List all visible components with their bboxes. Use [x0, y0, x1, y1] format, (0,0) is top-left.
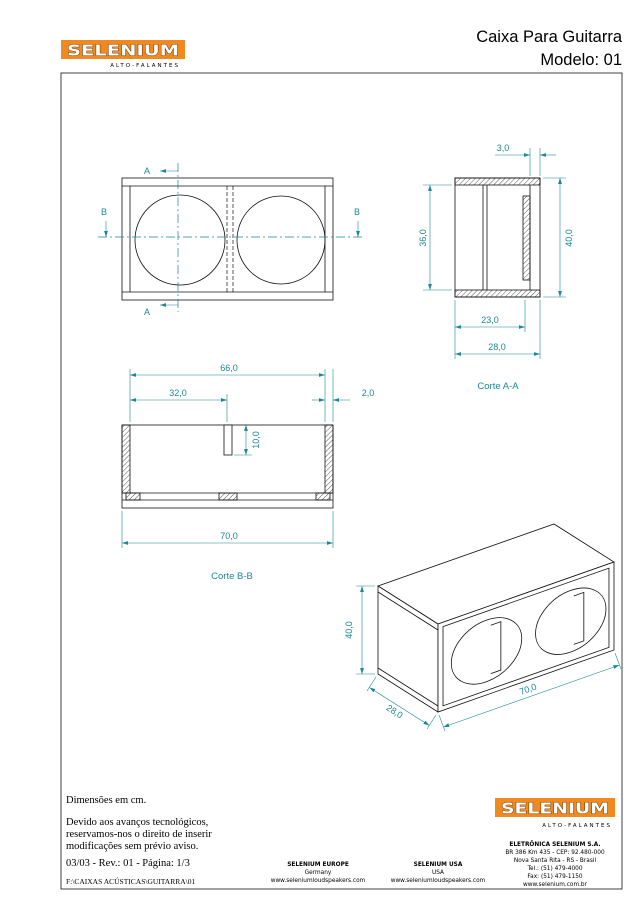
units-note: Dimensões em cm. [66, 795, 146, 806]
dimension-iso-height: 40,0 [344, 621, 354, 639]
footer-notes: Dimensões em cm. Devido aos avanços tecn… [66, 795, 212, 886]
dimension-width: 70,0 [220, 531, 238, 541]
extension-line [366, 676, 377, 692]
company-logo-background [495, 798, 615, 817]
page-title: Caixa Para Guitarra [476, 28, 623, 46]
baffle-hatch [125, 492, 141, 501]
speaker-hole-left [134, 194, 226, 286]
europe-url: www.seleniumloudspeakers.com [271, 878, 366, 884]
speaker-hole-right [536, 578, 606, 664]
left-side-hatch [121, 424, 131, 494]
front-outline [121, 177, 334, 301]
front-view: A A B B [98, 163, 365, 317]
dimension-divider-depth: 10,0 [251, 431, 261, 449]
disclaimer-line: modificações sem prévio aviso. [66, 841, 198, 852]
dimension-height: 40,0 [564, 229, 574, 247]
footer-company: SELENIUM ALTO-FALANTES ELETRÔNICA SELENI… [495, 798, 615, 888]
usa-url: www.seleniumloudspeakers.com [391, 878, 486, 884]
company-logo-tagline: ALTO-FALANTES [542, 823, 612, 829]
section-label-b-left: B [101, 207, 107, 217]
company-city: Nova Santa Rita - RS - Brasil [514, 858, 597, 864]
company-logo-text: SELENIUM [501, 800, 609, 818]
interior-panel-edge [574, 592, 584, 644]
company-address: BR 386 Km 435 - CEP: 92.480-000 [505, 850, 605, 856]
top-board-edge [377, 591, 439, 631]
dimension-side-thickness: 2,0 [362, 388, 375, 398]
extension-line [614, 652, 622, 670]
dimension-back-inset: 3,0 [497, 143, 510, 153]
logo-background [61, 40, 185, 59]
disclaimer-line: reservamos-nos o direito de inserir [66, 829, 212, 840]
company-website: www.selenium.com.br [523, 882, 588, 888]
baffle-hatch [315, 492, 331, 501]
dimension-line [443, 664, 620, 728]
dimension-inner-width: 66,0 [220, 363, 238, 373]
dimension-inner-depth: 23,0 [481, 315, 499, 325]
drawing-frame [60, 72, 623, 890]
dimension-depth: 28,0 [488, 342, 506, 352]
section-label-a-top: A [144, 166, 150, 176]
section-label-a-bottom: A [144, 307, 150, 317]
top-board-hatch [454, 177, 541, 186]
file-path: F:\CAIXAS ACÚSTICAS\GUITARRA\01 [66, 876, 195, 886]
dimension-half-width: 32,0 [169, 388, 187, 398]
section-a-a: 3,0 36,0 40,0 23,0 28,0 Corte A-A [418, 143, 574, 392]
company-name: ELETRÔNICA SELENIUM S.A. [509, 841, 600, 848]
bottom-board-hatch [454, 289, 541, 298]
right-side-hatch [324, 424, 334, 494]
usa-country: USA [432, 870, 444, 876]
extension-line [426, 714, 437, 730]
baffle-hatch [218, 492, 238, 501]
europe-name: SELENIUM EUROPE [287, 862, 349, 868]
center-divider [223, 424, 233, 456]
company-phone: Tel.: (51) 479-4000 [526, 866, 582, 872]
header-logo: SELENIUM ALTO-FALANTES [61, 40, 185, 69]
revision-info: 03/03 - Rev.: 01 - Página: 1/3 [66, 858, 190, 869]
dimension-iso-depth: 28,0 [385, 703, 405, 721]
speaker-hole-right [236, 195, 326, 285]
dimension-inner-height: 36,0 [418, 229, 428, 247]
logo-tagline: ALTO-FALANTES [110, 63, 180, 69]
logo-text: SELENIUM [67, 42, 179, 60]
isometric-view: 40,0 28,0 70,0 [344, 523, 622, 732]
dimension-line [369, 687, 430, 726]
section-a-caption: Corte A-A [477, 381, 519, 392]
extension-line [438, 714, 446, 732]
footer-europe: SELENIUM EUROPE Germany www.seleniumloud… [271, 862, 366, 884]
usa-name: SELENIUM USA [414, 862, 463, 868]
company-fax: Fax: (51) 479-1150 [527, 874, 583, 880]
europe-country: Germany [305, 870, 332, 876]
back-panel-hatch [522, 195, 531, 281]
footer-usa: SELENIUM USA USA www.seleniumloudspeaker… [391, 862, 486, 884]
model-number: Modelo: 01 [540, 51, 622, 69]
section-b-b: 66,0 32,0 2,0 10,0 70,0 Corte B-B [121, 363, 375, 582]
section-label-b-right: B [354, 207, 360, 217]
disclaimer-line: Devido aos avanços tecnológicos, [66, 817, 208, 828]
section-b-caption: Corte B-B [211, 571, 253, 582]
